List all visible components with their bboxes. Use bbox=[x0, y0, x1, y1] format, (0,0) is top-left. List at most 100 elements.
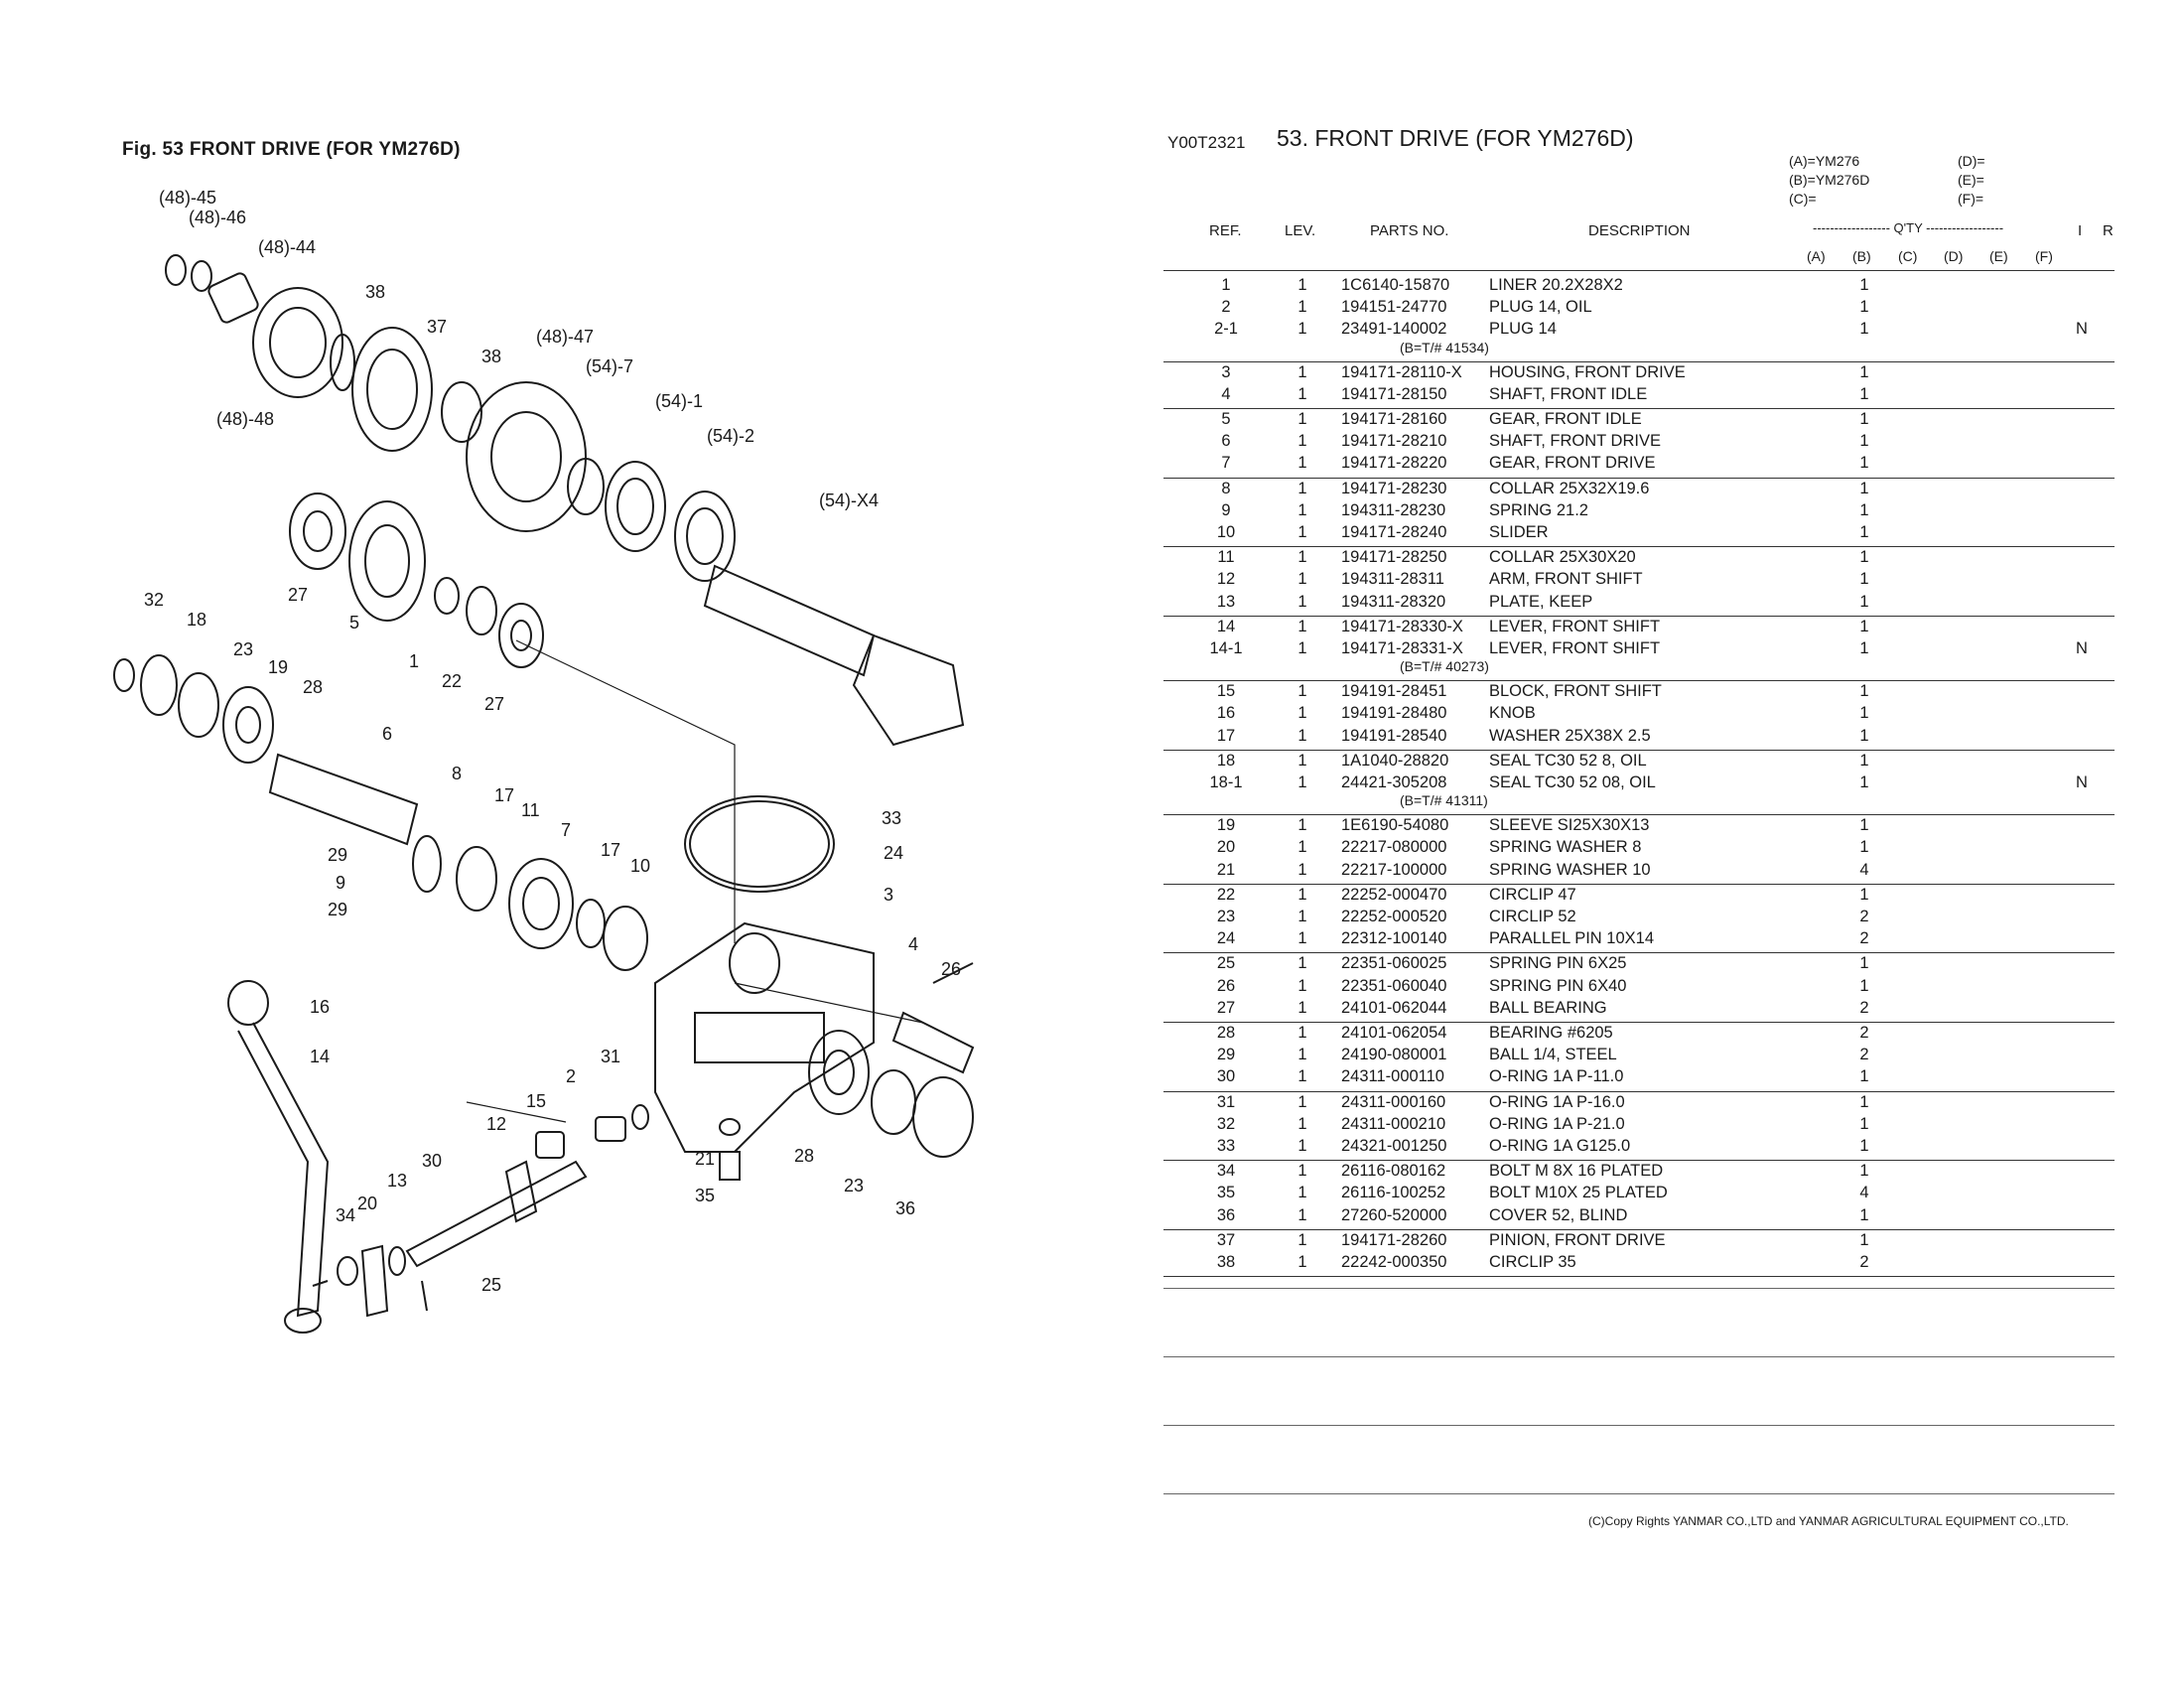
part-ref: 18 bbox=[1216, 751, 1236, 770]
group-rule bbox=[1163, 477, 2115, 479]
part-description: SPRING WASHER 10 bbox=[1489, 860, 1651, 879]
part-number: 27260-520000 bbox=[1341, 1205, 1447, 1224]
part-number: 194171-28330-X bbox=[1341, 617, 1463, 635]
qty-b: 4 bbox=[1859, 1184, 1869, 1202]
group-rule bbox=[1163, 408, 2115, 409]
qty-b: 1 bbox=[1859, 838, 1869, 857]
part-description: PINION, FRONT DRIVE bbox=[1489, 1230, 1666, 1249]
part-description: SHAFT, FRONT DRIVE bbox=[1489, 432, 1661, 451]
callout-label: 27 bbox=[484, 694, 504, 714]
callout-label: 32 bbox=[144, 590, 164, 610]
qty-b: 1 bbox=[1859, 617, 1869, 635]
qty-b: 1 bbox=[1859, 276, 1869, 294]
qty-b: 1 bbox=[1859, 1230, 1869, 1249]
callout-label: 15 bbox=[526, 1091, 546, 1111]
callout-label: 28 bbox=[303, 677, 323, 697]
part-level: 1 bbox=[1297, 454, 1307, 473]
col-i: I bbox=[2078, 222, 2083, 239]
figure-title: Fig. 53 FRONT DRIVE (FOR YM276D) bbox=[122, 139, 461, 160]
callout-label: 17 bbox=[494, 785, 514, 805]
part-ref: 36 bbox=[1216, 1205, 1236, 1224]
part-number: 194171-28331-X bbox=[1341, 639, 1463, 657]
callout-label: (48)-47 bbox=[536, 327, 594, 347]
callout-label: 8 bbox=[452, 764, 462, 783]
callout-label: 13 bbox=[387, 1171, 407, 1191]
callout-label: (54)-2 bbox=[707, 426, 754, 446]
qty-b: 1 bbox=[1859, 1067, 1869, 1086]
qty-b: 1 bbox=[1859, 1205, 1869, 1224]
part-level: 1 bbox=[1297, 774, 1307, 791]
part-level: 1 bbox=[1297, 1162, 1307, 1181]
part-level: 1 bbox=[1297, 704, 1307, 723]
part-number: 194171-28210 bbox=[1341, 432, 1447, 451]
group-rule bbox=[1163, 546, 2115, 548]
part-ref: 10 bbox=[1216, 523, 1236, 541]
part-ref: 22 bbox=[1216, 885, 1236, 904]
part-description: BOLT M 8X 16 PLATED bbox=[1489, 1162, 1664, 1181]
callout-label: 38 bbox=[365, 282, 385, 302]
part-number: 24311-000210 bbox=[1341, 1114, 1446, 1133]
part-number: 1C6140-15870 bbox=[1341, 276, 1450, 294]
group-rule bbox=[1163, 1022, 2115, 1023]
interchange-flag: N bbox=[2076, 774, 2088, 791]
part-number: 22252-000520 bbox=[1341, 908, 1447, 925]
part-description: HOUSING, FRONT DRIVE bbox=[1489, 362, 1686, 381]
qty-b: 1 bbox=[1859, 592, 1869, 611]
part-description: SEAL TC30 52 08, OIL bbox=[1489, 774, 1656, 791]
model-f: (F)= bbox=[1958, 191, 1984, 207]
part-number: 194151-24770 bbox=[1341, 298, 1447, 317]
blank-rule bbox=[1163, 1288, 2115, 1289]
part-description: BOLT M10X 25 PLATED bbox=[1489, 1184, 1668, 1202]
qty-b: 1 bbox=[1859, 751, 1869, 770]
part-number: 194191-28451 bbox=[1341, 682, 1447, 701]
callout-label: 9 bbox=[336, 873, 345, 893]
part-ref: 14 bbox=[1216, 617, 1236, 635]
section-title: 53. FRONT DRIVE (FOR YM276D) bbox=[1277, 125, 1634, 151]
callout-label: 16 bbox=[310, 997, 330, 1017]
part-level: 1 bbox=[1297, 1067, 1307, 1086]
part-ref: 3 bbox=[1221, 362, 1231, 381]
part-description: BALL 1/4, STEEL bbox=[1489, 1046, 1617, 1064]
qty-b: 2 bbox=[1859, 929, 1869, 948]
part-ref: 35 bbox=[1216, 1184, 1236, 1202]
part-description: WASHER 25X38X 2.5 bbox=[1489, 726, 1651, 745]
qty-b: 1 bbox=[1859, 726, 1869, 745]
callout-label: 28 bbox=[794, 1146, 814, 1166]
part-level: 1 bbox=[1297, 682, 1307, 701]
callout-label: 17 bbox=[601, 840, 620, 860]
part-number: 194311-28230 bbox=[1341, 500, 1446, 519]
part-level: 1 bbox=[1297, 298, 1307, 317]
callout-label: 7 bbox=[561, 820, 571, 840]
part-level: 1 bbox=[1297, 1205, 1307, 1224]
qty-b: 2 bbox=[1859, 1046, 1869, 1064]
callout-label: 19 bbox=[268, 657, 288, 677]
part-ref: 8 bbox=[1221, 479, 1231, 497]
callout-label: 3 bbox=[884, 885, 893, 905]
part-level: 1 bbox=[1297, 838, 1307, 857]
qty-b: 1 bbox=[1859, 1114, 1869, 1133]
part-description: CIRCLIP 35 bbox=[1489, 1253, 1576, 1271]
qty-b: 1 bbox=[1859, 639, 1869, 657]
part-number: 22351-060025 bbox=[1341, 954, 1447, 973]
copyright-notice: (C)Copy Rights YANMAR CO.,LTD and YANMAR… bbox=[1588, 1514, 2069, 1528]
interchange-flag: N bbox=[2076, 320, 2088, 339]
part-level: 1 bbox=[1297, 816, 1307, 835]
model-legend-right: (D)= (E)= (F)= bbox=[1958, 152, 1985, 209]
part-ref: 6 bbox=[1221, 432, 1231, 451]
part-description: COLLAR 25X32X19.6 bbox=[1489, 479, 1650, 497]
part-description: CIRCLIP 47 bbox=[1489, 885, 1576, 904]
part-description: SHAFT, FRONT IDLE bbox=[1489, 384, 1648, 403]
qty-b: 1 bbox=[1859, 1092, 1869, 1111]
part-number: 194171-28230 bbox=[1341, 479, 1447, 497]
part-number: 22252-000470 bbox=[1341, 885, 1447, 904]
part-level: 1 bbox=[1297, 320, 1307, 339]
